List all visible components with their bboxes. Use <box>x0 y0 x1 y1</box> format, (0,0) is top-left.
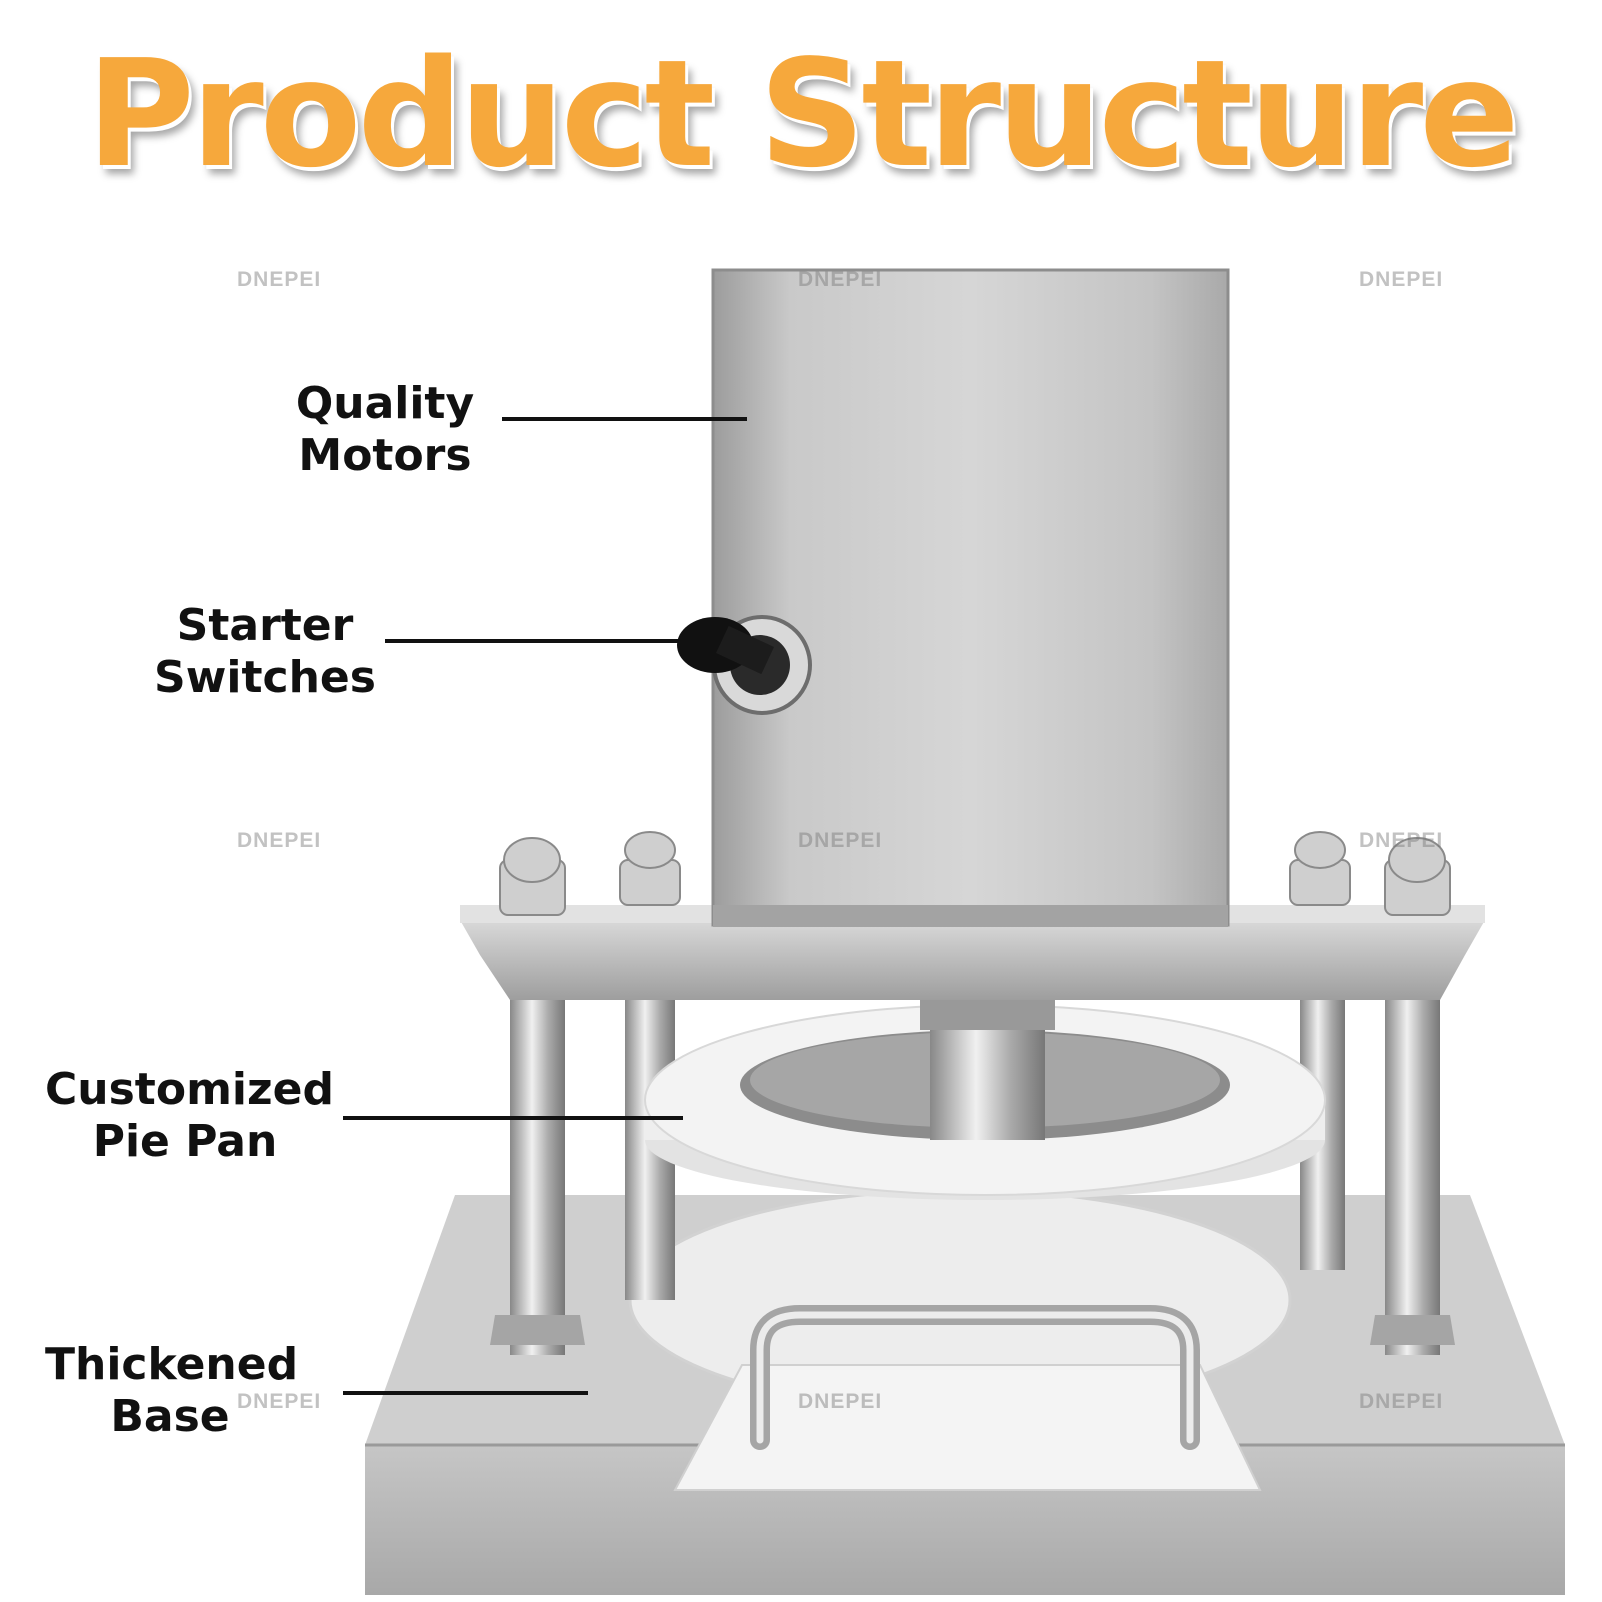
watermark: DNEPEI <box>798 1390 883 1413</box>
label-line: Motors <box>298 430 472 481</box>
cap-nuts <box>499 831 1451 916</box>
leader-line-quality-motors <box>502 417 747 421</box>
watermark: DNEPEI <box>1359 268 1444 291</box>
watermark: DNEPEI <box>237 268 322 291</box>
starter-switch-part <box>677 615 812 715</box>
leader-line-thickened-base <box>343 1391 588 1395</box>
quality-motors-part <box>711 268 1230 927</box>
leader-line-customized-pie-pan <box>343 1116 683 1120</box>
label-line: Thickened <box>45 1339 299 1390</box>
label-quality-motors: Quality Motors <box>290 378 480 482</box>
customized-pie-pan-part <box>644 1000 1326 1200</box>
label-line: Customized <box>45 1064 334 1115</box>
page-title: Product Structure <box>86 28 1519 200</box>
pan-handle <box>673 1305 1262 1491</box>
support-rods <box>490 985 1455 1355</box>
label-starter-switches: Starter Switches <box>150 600 380 704</box>
watermark: DNEPEI <box>798 829 883 852</box>
leader-line-starter-switches <box>385 639 687 643</box>
label-customized-pie-pan: Customized Pie Pan <box>45 1064 334 1168</box>
watermark: DNEPEI <box>1359 829 1444 852</box>
label-line: Starter <box>176 600 354 651</box>
watermark: DNEPEI <box>798 268 883 291</box>
watermark: DNEPEI <box>237 1390 322 1413</box>
label-thickened-base: Thickened Base <box>45 1339 299 1443</box>
watermark: DNEPEI <box>237 829 322 852</box>
label-line: Pie Pan <box>92 1116 278 1167</box>
label-line: Quality <box>295 378 475 429</box>
watermark: DNEPEI <box>1359 1390 1444 1413</box>
label-line: Switches <box>154 652 376 703</box>
label-line: Base <box>110 1391 230 1442</box>
